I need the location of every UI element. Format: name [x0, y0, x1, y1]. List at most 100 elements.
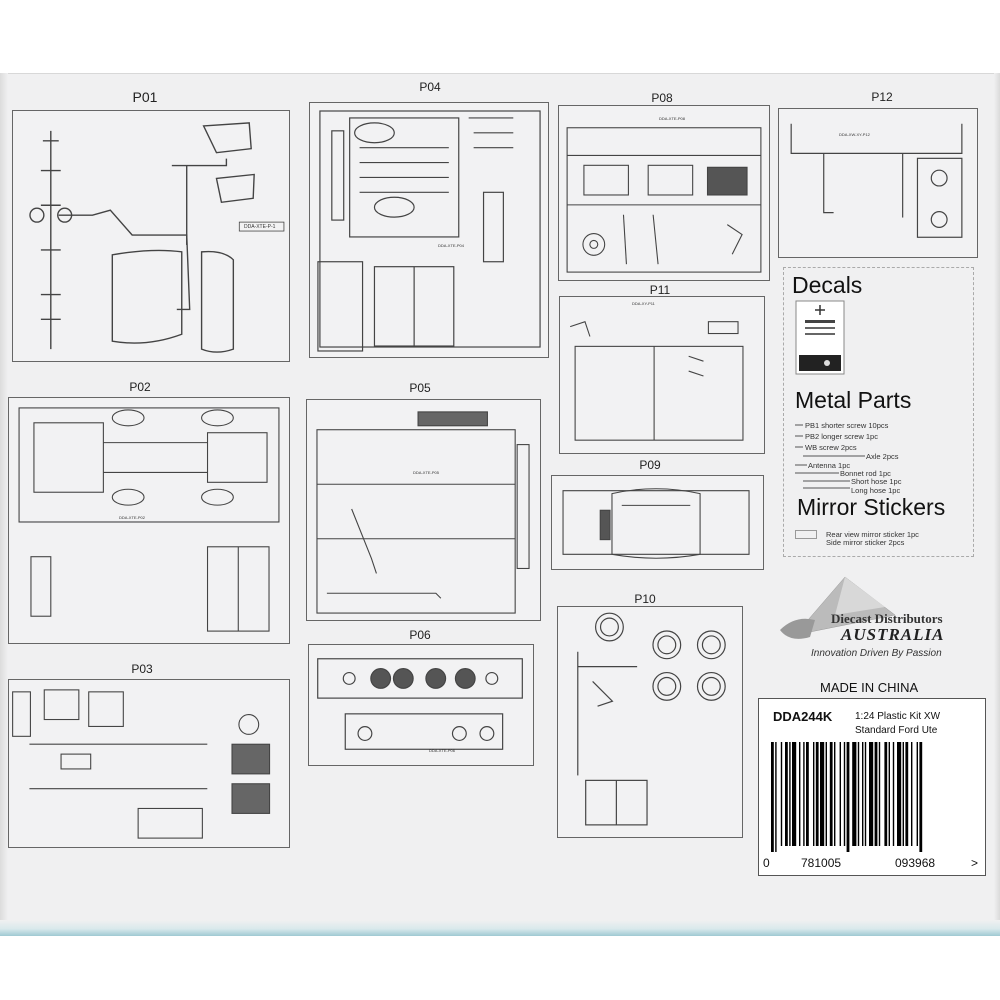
barcode-bar — [806, 742, 809, 846]
metal-item: Antenna 1pc — [808, 461, 851, 470]
panel-label-p01: P01 — [132, 89, 158, 105]
metal-item: PB1 shorter screw 10pcs — [805, 421, 889, 430]
panel-label-p09: P09 — [639, 458, 661, 472]
product-code: DDA244K — [773, 709, 833, 724]
metal-item: Short hose 1pc — [851, 477, 902, 486]
barcode-bar — [792, 742, 797, 846]
panel-label-p02: P02 — [129, 380, 151, 394]
barcode-bar — [919, 742, 923, 852]
sprue-drawing-p06 — [317, 658, 523, 750]
barcode-bar — [803, 742, 805, 846]
barcode-bar — [857, 742, 860, 846]
barcode-bar — [869, 742, 874, 846]
metal-item: WB screw 2pcs — [805, 443, 857, 452]
sprue-tag-p02: DDA-XTE-P02 — [119, 515, 146, 520]
barcode-bar — [884, 742, 888, 846]
sprue-panel-p10 — [557, 606, 743, 838]
metal-item: PB2 longer screw 1pc — [805, 432, 878, 441]
sprue-drawing-p03 — [12, 689, 271, 839]
product-description-line2: Standard Ford Ute — [855, 725, 938, 736]
sprue-tag-p05: DDA-XTE-P05 — [413, 470, 440, 475]
sprue-drawing-p08 — [566, 127, 762, 273]
panel-label-p03: P03 — [131, 662, 153, 676]
sprue-drawing-p05 — [316, 411, 530, 614]
barcode-bar — [902, 742, 904, 846]
panel-label-p08: P08 — [651, 91, 673, 105]
sprue-tag-p11: DDA-XY-P11 — [632, 301, 655, 306]
sprue-panel-p09 — [551, 475, 764, 570]
sprue-drawing-p02 — [18, 407, 280, 632]
sprue-tag-p06: DDA-XTE-P06 — [429, 748, 456, 753]
barcode-bar — [789, 742, 791, 846]
sprue-panel-p01: DDA-XTE-P-1 — [12, 110, 290, 362]
panel-label-p04: P04 — [419, 80, 441, 94]
metal-parts-drawing — [795, 424, 865, 489]
panel-label-p05: P05 — [409, 381, 431, 395]
decals-title: Decals — [792, 272, 863, 298]
sprue-panel-p11: DDA-XY-P11 — [559, 296, 765, 454]
panel-label-p11: P11 — [649, 283, 671, 297]
barcode-bar — [829, 742, 833, 846]
logo-graphic — [780, 576, 896, 639]
sprue-drawing-p09 — [562, 488, 750, 559]
barcode-bar — [839, 742, 841, 846]
metal-parts-title: Metal Parts — [795, 387, 912, 413]
barcode-bar — [813, 742, 815, 846]
barcode-bar — [892, 742, 895, 846]
barcode-digits-right: 093968 — [895, 856, 936, 870]
mirror-item: Rear view mirror sticker 1pc — [826, 530, 919, 539]
made-in-label: MADE IN CHINA — [820, 680, 919, 695]
sprue-tag-p04: DDA-XTE-P04 — [438, 243, 465, 248]
sprue-drawing-p04 — [317, 110, 541, 352]
brand-logo: Diecast Distributors AUSTRALIA Innovatio… — [775, 575, 975, 665]
brand-tagline: Innovation Driven By Passion — [811, 648, 942, 659]
decal-sheet-image — [795, 300, 845, 375]
barcode-bar — [878, 742, 881, 846]
accessories-panel — [783, 267, 974, 557]
sprue-panel-p04: DDA-XTE-P04 — [309, 102, 549, 358]
sprue-tag-p12: DDA-XW-XY-P12 — [839, 132, 870, 137]
sprue-tag-p01: DDA-XTE-P-1 — [244, 224, 276, 230]
brand-name: Diecast Distributors — [831, 611, 943, 626]
metal-item: Axle 2pcs — [866, 452, 899, 461]
sprue-panel-p12: DDA-XW-XY-P12 — [778, 108, 978, 258]
barcode-bar — [834, 742, 836, 846]
panel-label-p06: P06 — [409, 628, 431, 642]
barcode-bar — [785, 742, 788, 846]
barcode-digit-lead: 0 — [763, 856, 770, 870]
panel-label-p12: P12 — [871, 90, 893, 104]
barcode-bar — [862, 742, 864, 846]
mirror-sticker-image — [795, 530, 817, 539]
metal-item: Long hose 1pc — [851, 486, 901, 495]
sprue-panel-p03 — [8, 679, 290, 848]
barcode-bar — [820, 742, 825, 846]
mirror-stickers-title: Mirror Stickers — [797, 494, 946, 520]
sprue-drawing-p11 — [570, 320, 744, 441]
panel-label-p10: P10 — [634, 592, 656, 606]
box-bottom-edge — [0, 920, 1000, 936]
barcode-bar — [775, 742, 777, 852]
barcode-bar — [825, 742, 827, 846]
barcode-bar — [799, 742, 801, 846]
barcode-bar — [874, 742, 878, 846]
barcode-bar — [780, 742, 783, 846]
sprue-drawing-p12 — [790, 123, 963, 238]
metal-item: Bonnet rod 1pc — [840, 469, 891, 478]
mirror-item: Side mirror sticker 2pcs — [826, 538, 905, 547]
barcode-bar — [864, 742, 867, 846]
barcode-arrow: > — [971, 856, 979, 870]
barcode-bar — [897, 742, 902, 846]
barcode-bar — [888, 742, 890, 846]
barcode-digits-left: 781005 — [801, 856, 842, 870]
barcode-bar — [916, 742, 918, 846]
box-edge-left — [0, 73, 8, 933]
sprue-panel-p06: DDA-XTE-P06 — [308, 644, 534, 766]
barcode-bar — [843, 742, 846, 846]
sprue-panel-p05: DDA-XTE-P05 — [306, 399, 541, 621]
barcode-bar — [911, 742, 913, 846]
barcode-bar — [846, 742, 850, 852]
sprue-tag-p08: DDA-XTE-P08 — [659, 116, 686, 121]
sprue-panel-p02: DDA-XTE-P02 — [8, 397, 290, 644]
barcode-bar — [771, 742, 774, 852]
barcode-bar — [852, 742, 857, 846]
